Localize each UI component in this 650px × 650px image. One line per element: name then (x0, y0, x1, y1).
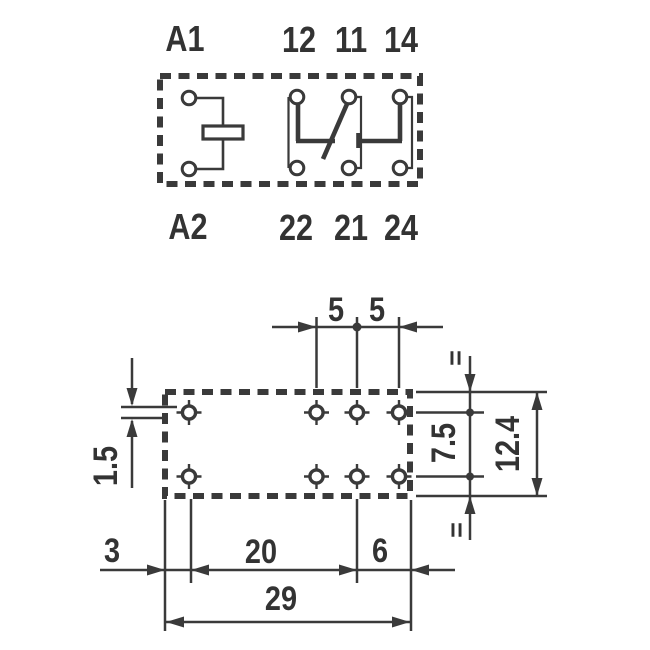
relay-body-outline-dashed (157, 73, 423, 187)
schematic-drawing (157, 73, 423, 187)
dimension-right-arrows (464, 374, 543, 514)
terminal-22-circle (288, 159, 306, 177)
dim-label-pin-span: 20 (244, 533, 278, 571)
hole-circles (180, 404, 408, 485)
terminal-label-a1: A1 (165, 18, 205, 59)
dim-label-row-spacing: 7.5 (425, 422, 463, 464)
equal-mark-top: = (440, 350, 471, 366)
terminal-a1-circle (180, 89, 198, 107)
dimension-offset-arrows (126, 388, 138, 437)
dim-label-left-margin: 3 (103, 532, 121, 570)
terminal-12-circle (288, 88, 306, 106)
nc-contact (295, 104, 335, 144)
dimension-pitch-arrows (298, 321, 417, 333)
dim-label-edge-offset: 1.5 (87, 445, 125, 487)
dimension-bottom-arrows (147, 564, 429, 628)
terminal-11-circle (340, 88, 358, 106)
terminal-label-12: 12 (281, 19, 317, 60)
terminal-label-a2: A2 (168, 206, 208, 247)
dimension-offset-lines (121, 358, 177, 488)
terminal-24-circle (391, 159, 409, 177)
footprint-outline-dashed (162, 389, 413, 499)
terminal-14-circle (391, 88, 409, 106)
coil-symbol (196, 96, 245, 171)
terminal-label-24: 24 (383, 207, 419, 248)
pole2-pin-bracket (356, 95, 363, 170)
equal-mark-bottom: = (441, 522, 472, 538)
terminal-label-22: 22 (278, 207, 314, 248)
hole-markers (176, 400, 412, 489)
pole3-pin-bracket (407, 95, 414, 170)
no-contact (356, 104, 403, 148)
dim-label-right-margin: 6 (371, 532, 389, 570)
dim-label-total-width: 29 (264, 580, 298, 618)
terminal-label-14: 14 (383, 19, 419, 60)
dim-label-pitch-left: 5 (327, 291, 345, 329)
dim-label-pitch-right: 5 (368, 291, 386, 329)
contact-arm (320, 103, 350, 160)
terminal-label-21: 21 (333, 207, 369, 248)
footprint-drawing (100, 317, 547, 631)
terminal-21-circle (340, 159, 358, 177)
terminal-a2-circle (180, 160, 198, 178)
contact-symbols (287, 95, 414, 170)
terminal-label-11: 11 (334, 19, 368, 60)
hole-crosshairs (176, 400, 412, 489)
dim-label-body-height: 12.4 (489, 415, 527, 473)
terminal-circles (180, 88, 409, 178)
